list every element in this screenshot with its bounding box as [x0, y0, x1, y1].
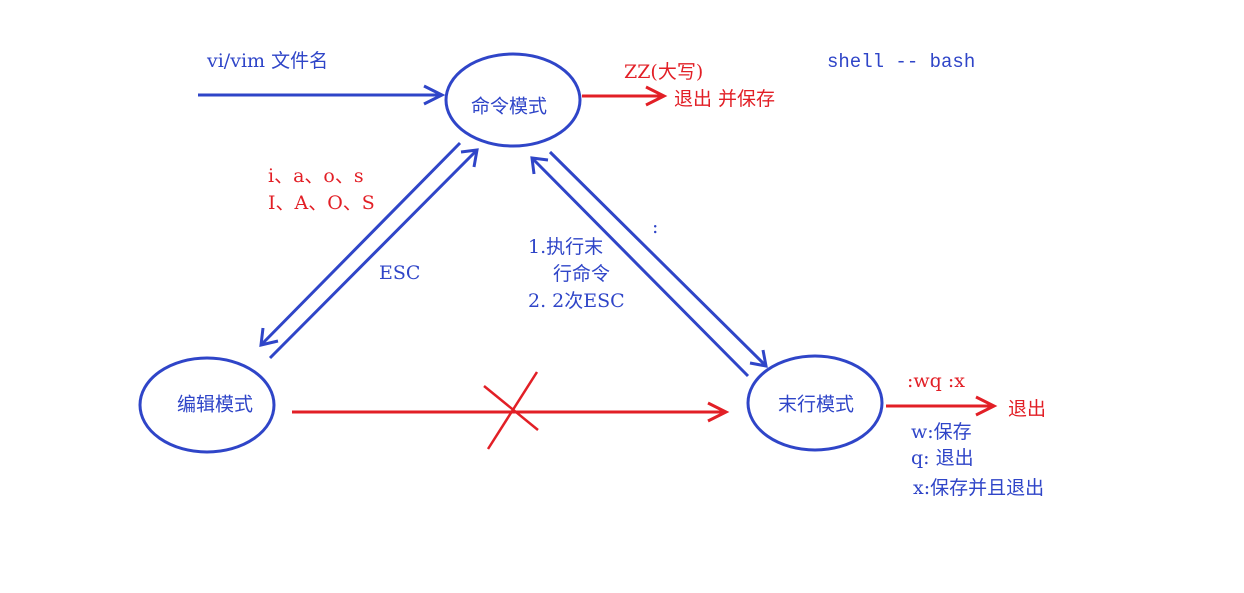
colon-label: : [652, 216, 659, 238]
zz-arrow [582, 85, 668, 107]
command-mode-label: 命令模式 [470, 95, 548, 118]
w-desc-label: w:保存 [911, 421, 972, 443]
insert-keys-upper-label: I、A、O、S [268, 192, 375, 214]
edit-to-command-arrow [268, 148, 479, 360]
zz-label: ZZ(大写) [624, 61, 704, 83]
open-file-label: vi/vim 文件名 [207, 50, 329, 72]
q-desc-label: q: 退出 [911, 447, 974, 469]
edit-mode-label: 编辑模式 [176, 393, 254, 416]
quit-arrow [886, 395, 998, 417]
quit-label: 退出 [1008, 398, 1047, 420]
return-line2-label: 行命令 [553, 263, 611, 285]
edit-to-lastline-arrow [292, 401, 730, 423]
command-to-edit-arrow [259, 141, 462, 347]
command-mode-node [444, 52, 582, 148]
entry-arrow [198, 84, 446, 106]
esc-label: ESC [379, 262, 421, 284]
lastline-to-command-arrow [530, 156, 750, 378]
shell-label: shell -- bash [827, 51, 976, 73]
command-to-lastline-arrow [548, 150, 768, 368]
forbidden-cross-icon [483, 371, 539, 450]
insert-keys-lower-label: i、a、o、s [268, 165, 364, 187]
quit-save-label: 退出 并保存 [674, 88, 776, 110]
edit-mode-node [138, 356, 276, 454]
last-line-mode-label: 末行模式 [777, 393, 855, 416]
return-line1-label: 1.执行末 [528, 236, 604, 258]
x-desc-label: x:保存并且退出 [913, 477, 1045, 499]
wq-x-label: :wq :x [907, 370, 965, 392]
last-line-mode-node [746, 354, 884, 452]
return-line3-label: 2. 2次ESC [528, 290, 625, 312]
